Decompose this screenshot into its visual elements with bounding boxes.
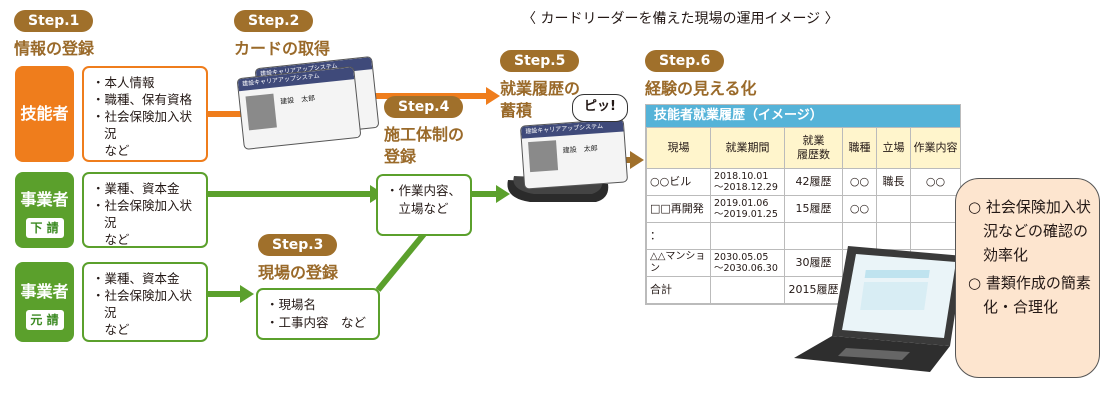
id-card-front: 建設キャリアアップシステム 建設 太郎 bbox=[236, 66, 362, 150]
step4-title-line2: 登録 bbox=[384, 147, 417, 166]
step2-title: カードの取得 bbox=[234, 39, 331, 58]
table-cell: □□再開発 bbox=[646, 195, 711, 223]
work-history-table: 技能者就業履歴（イメージ） 現場 就業期間 就業 履歴数 職種 立場 作業内容 … bbox=[645, 104, 961, 305]
list-item: 立場など bbox=[386, 201, 449, 216]
table-cell: ○○ bbox=[910, 168, 961, 196]
step5-title-line1: 就業履歴の bbox=[500, 79, 581, 98]
step3-title: 現場の登録 bbox=[258, 263, 339, 282]
list-item: ・現場名 bbox=[266, 297, 317, 312]
table-cell bbox=[876, 195, 911, 223]
step6-pill: Step.6 bbox=[645, 50, 725, 72]
col-header: 就業期間 bbox=[710, 127, 785, 169]
step6-title: 経験の見える化 bbox=[645, 79, 757, 98]
diagram-headline: 〈 カードリーダーを備えた現場の運用イメージ 〉 bbox=[522, 11, 839, 27]
card-photo-icon bbox=[528, 140, 559, 173]
step5-title-line2: 蓄積 bbox=[500, 101, 533, 120]
sub-contractor-badge: 下 請 bbox=[25, 218, 64, 238]
table-row: △△マンション 2030.05.05 ～2030.06.30 30履歴 bbox=[646, 249, 961, 277]
benefits-bubble: ○ 社会保険加入状況などの確認の効率化 ○ 書類作成の簡素化・合理化 bbox=[955, 178, 1100, 378]
role-prime-contractor-label: 事業者 bbox=[20, 282, 69, 301]
step1-title: 情報の登録 bbox=[14, 39, 95, 58]
table-cell: 2018.10.01 ～2018.12.29 bbox=[710, 168, 785, 196]
list-item: ○ 社会保険加入状況などの確認の効率化 bbox=[968, 198, 1091, 264]
table-cell bbox=[842, 222, 877, 250]
table-header-row: 現場 就業期間 就業 履歴数 職種 立場 作業内容 bbox=[646, 127, 961, 169]
table-row: □□再開発 2019.01.06 ～2019.01.25 15履歴 ○○ bbox=[646, 195, 961, 223]
list-item: ・工事内容 など bbox=[266, 315, 367, 330]
role-sub-contractor-label: 事業者 bbox=[20, 190, 69, 209]
prime-contractor-info-box: ・業種、資本金 ・社会保険加入状況 など bbox=[82, 262, 208, 342]
table-cell bbox=[910, 195, 961, 223]
table-cell: △△マンション bbox=[646, 249, 711, 277]
list-item: ・社会保険加入状況 bbox=[92, 198, 193, 230]
col-header: 作業内容 bbox=[910, 127, 961, 169]
step1-pill: Step.1 bbox=[14, 10, 94, 32]
role-technician: 技能者 bbox=[15, 66, 74, 162]
table-cell: ○○ビル bbox=[646, 168, 711, 196]
step5-pill: Step.5 bbox=[500, 50, 580, 72]
col-header: 現場 bbox=[646, 127, 711, 169]
step4-pill: Step.4 bbox=[384, 96, 464, 118]
table-row: ○○ビル 2018.10.01 ～2018.12.29 42履歴 ○○ 職長 ○… bbox=[646, 168, 961, 196]
role-technician-label: 技能者 bbox=[20, 104, 69, 123]
beep-speech-bubble: ピッ! bbox=[572, 94, 628, 122]
table-cell: 2030.05.05 ～2030.06.30 bbox=[710, 249, 785, 277]
list-item: など bbox=[92, 322, 130, 337]
table-cell: 2015履歴 bbox=[784, 276, 843, 304]
sub-contractor-info-box: ・業種、資本金 ・社会保険加入状況 など bbox=[82, 172, 208, 248]
table-title: 技能者就業履歴（イメージ） bbox=[646, 105, 960, 127]
step4-info-box: ・作業内容、 立場など bbox=[376, 174, 472, 236]
step2-pill: Step.2 bbox=[234, 10, 314, 32]
table-cell: 2019.01.06 ～2019.01.25 bbox=[710, 195, 785, 223]
list-item: ○ 書類作成の簡素化・合理化 bbox=[968, 274, 1091, 316]
list-item: など bbox=[92, 143, 130, 158]
table-cell: 職長 bbox=[876, 168, 911, 196]
table-cell: ： bbox=[646, 222, 711, 250]
step3-pill: Step.3 bbox=[258, 234, 338, 256]
table-cell bbox=[710, 276, 785, 304]
table-cell: ○○ bbox=[842, 195, 877, 223]
list-item: ・業種、資本金 bbox=[92, 271, 180, 286]
table-cell bbox=[784, 222, 843, 250]
card-photo-icon bbox=[245, 93, 277, 131]
col-header: 職種 bbox=[842, 127, 877, 169]
list-item: ・社会保険加入状況 bbox=[92, 109, 193, 141]
role-sub-contractor: 事業者 下 請 bbox=[15, 172, 74, 248]
table-cell: 合計 bbox=[646, 276, 711, 304]
table-cell: 15履歴 bbox=[784, 195, 843, 223]
table-cell: ○○ bbox=[842, 168, 877, 196]
list-item: ・社会保険加入状況 bbox=[92, 288, 193, 320]
card-name: 建設 太郎 bbox=[562, 144, 598, 155]
prime-contractor-badge: 元 請 bbox=[25, 310, 64, 330]
step3-info-box: ・現場名 ・工事内容 など bbox=[256, 288, 380, 340]
laptop-icon bbox=[794, 246, 964, 372]
step4-title-line1: 施工体制の bbox=[384, 125, 465, 144]
list-item: ・作業内容、 bbox=[386, 183, 462, 198]
table-cell bbox=[710, 222, 785, 250]
card-name: 建設 太郎 bbox=[279, 94, 316, 106]
list-item: ・本人情報 bbox=[92, 75, 155, 90]
table-row: ： bbox=[646, 222, 961, 250]
table-cell: 42履歴 bbox=[784, 168, 843, 196]
table-cell: 30履歴 bbox=[784, 249, 843, 277]
col-header: 就業 履歴数 bbox=[784, 127, 843, 169]
role-prime-contractor: 事業者 元 請 bbox=[15, 262, 74, 342]
col-header: 立場 bbox=[876, 127, 911, 169]
list-item: など bbox=[92, 232, 130, 247]
list-item: ・職種、保有資格 bbox=[92, 92, 193, 107]
id-card-on-reader: 建設キャリアアップシステム 建設 太郎 bbox=[519, 118, 629, 190]
list-item: ・業種、資本金 bbox=[92, 181, 180, 196]
technician-info-box: ・本人情報 ・職種、保有資格 ・社会保険加入状況 など bbox=[82, 66, 208, 162]
